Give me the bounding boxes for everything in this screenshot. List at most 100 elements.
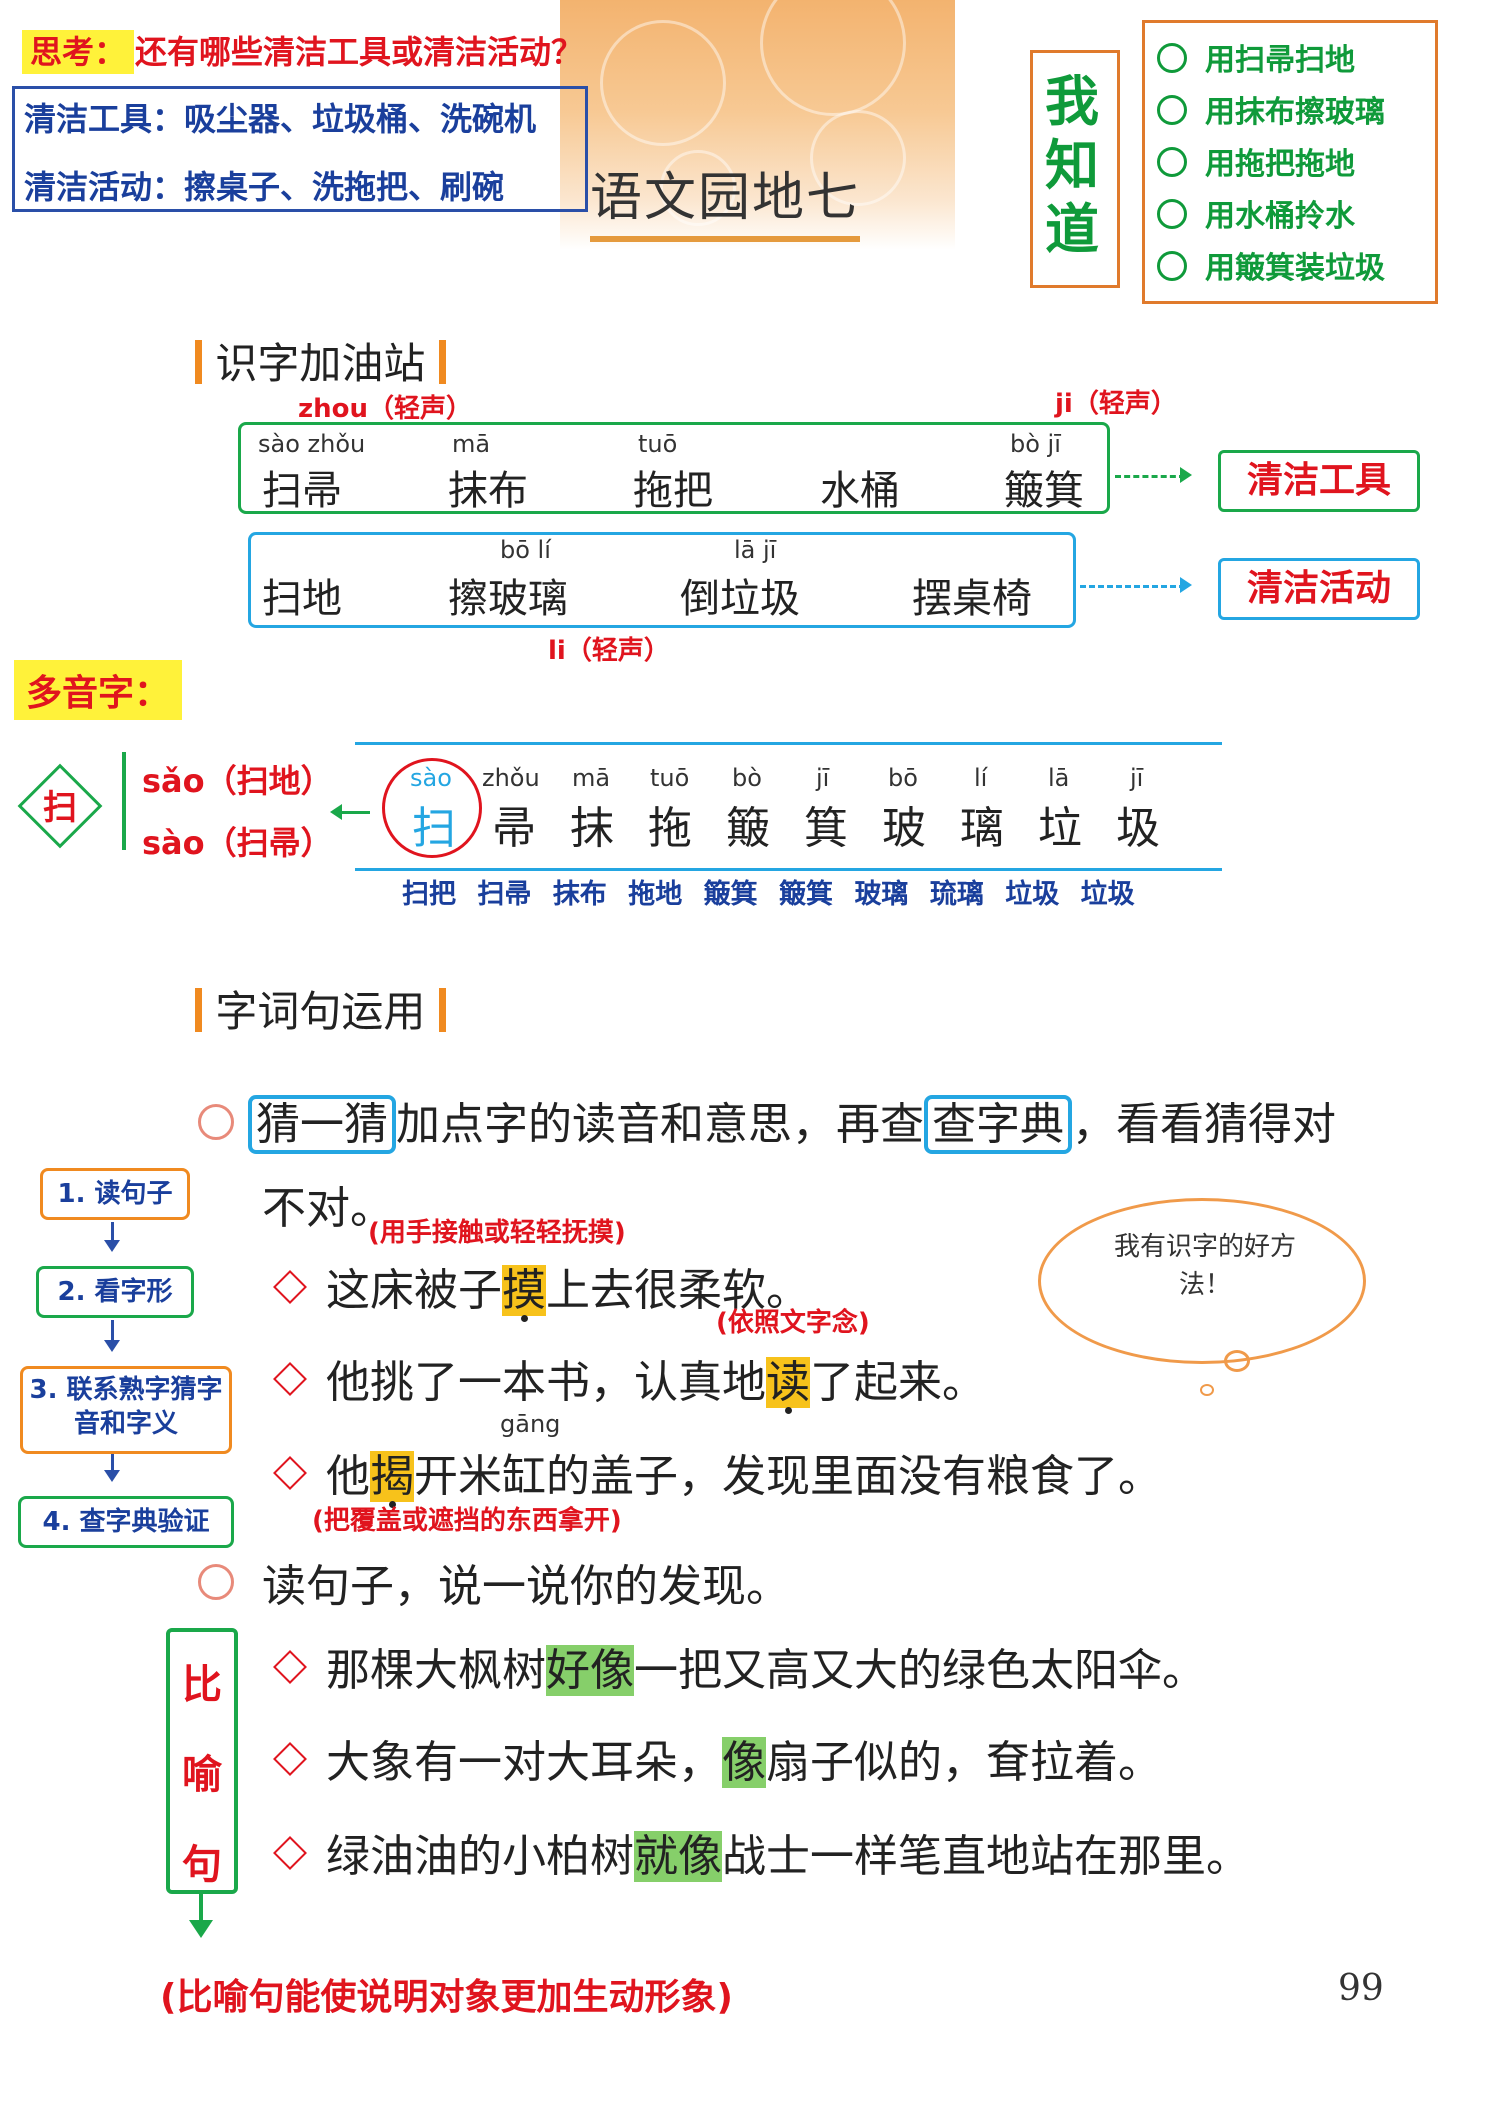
thought-bubble <box>1038 1198 1366 1364</box>
pinyin-gang: gāng <box>500 1410 561 1438</box>
section-title-usage: 字词句运用 <box>195 978 446 1039</box>
note-jie: (把覆盖或遮挡的东西拿开) <box>312 1506 622 1536</box>
circle-icon <box>1157 147 1187 177</box>
pinyin: bō <box>888 764 918 792</box>
circle-icon <box>1157 95 1187 125</box>
label-cleaning-activities: 清洁活动 <box>1218 558 1420 620</box>
polyphone-line-bottom <box>355 868 1222 871</box>
think-question: 还有哪些清洁工具或清洁活动？ <box>135 33 584 71</box>
know-item: 用扫帚扫地 <box>1157 35 1355 79</box>
step-2: 2. 看字形 <box>36 1266 194 1318</box>
pinyin: bò <box>732 764 762 792</box>
word: 拖把 <box>633 468 713 514</box>
circle-icon <box>1157 251 1187 281</box>
pinyin: lā jī <box>734 536 777 564</box>
pinyin: tuō <box>650 764 690 792</box>
char: 抹 <box>570 803 614 854</box>
page-number: 99 <box>1338 1968 1384 2009</box>
pinyin: lā <box>1048 764 1070 792</box>
note-li: li（轻声） <box>548 636 670 666</box>
sentence-jie: 他揭开米缸的盖子，发现里面没有粮食了。 <box>268 1440 1162 1504</box>
sentence-simile-1: 那棵大枫树好像一把又高又大的绿色太阳伞。 <box>268 1634 1206 1698</box>
note-mo: (用手接触或轻轻抚摸) <box>368 1218 626 1248</box>
char: 扫 <box>412 803 456 854</box>
title-underline <box>590 236 860 242</box>
activities-answer: 清洁活动：擦桌子、洗拖把、刷碗 <box>24 168 505 206</box>
reading-sao4: sào（扫帚） <box>142 824 333 862</box>
pinyin: jī <box>1130 764 1144 792</box>
sentence-simile-3: 绿油油的小柏树就像战士一样笔直地站在那里。 <box>268 1820 1250 1884</box>
word: 擦玻璃 <box>448 576 568 622</box>
highlight-circle <box>382 758 482 858</box>
polyphone-line-top <box>355 742 1222 745</box>
circle-icon <box>1157 199 1187 229</box>
bubble-dot <box>1200 1384 1214 1396</box>
header-decoration <box>560 0 955 250</box>
arrow-head-icon <box>1180 467 1192 483</box>
pinyin: lí <box>974 764 988 792</box>
char: 簸 <box>726 803 770 854</box>
know-list: 用扫帚扫地 用抹布擦玻璃 用拖把拖地 用水桶拎水 用簸箕装垃圾 <box>1142 20 1438 304</box>
arrow-to-activities <box>1080 585 1185 588</box>
step-arrow <box>104 1320 120 1352</box>
tools-answer-box <box>12 86 588 212</box>
char: 圾 <box>1116 803 1160 854</box>
pinyin: bò jī <box>1010 430 1061 458</box>
label-cleaning-tools: 清洁工具 <box>1218 450 1420 512</box>
note-zhou: zhou（轻声） <box>298 394 473 424</box>
divider <box>122 752 126 850</box>
sentence-du: 他挑了一本书，认真地读了起来。 <box>268 1346 986 1410</box>
pinyin: jī <box>816 764 830 792</box>
polyphone-title: 多音字： <box>14 660 183 720</box>
arrow-left <box>342 811 370 814</box>
section-title-literacy: 识字加油站 <box>195 330 446 391</box>
arrow-to-tools <box>1115 475 1185 478</box>
note-ji: ji（轻声） <box>1055 389 1177 419</box>
char: 玻 <box>882 803 926 854</box>
char: 帚 <box>492 803 536 854</box>
think-label: 思考： <box>22 30 135 74</box>
know-item: 用拖把拖地 <box>1157 139 1355 183</box>
instruction-guess-line2: 不对。 <box>262 1183 394 1234</box>
spiral-bullet-icon <box>198 1104 234 1140</box>
polyphone-char: 扫 <box>43 788 77 828</box>
step-arrow <box>104 1222 120 1252</box>
activities-word-box <box>248 532 1076 628</box>
pinyin: sào <box>410 764 452 792</box>
arrow-head-icon <box>1180 577 1192 593</box>
pinyin: sào zhǒu <box>258 430 366 458</box>
know-title-box <box>1030 50 1120 288</box>
step-1: 1. 读句子 <box>40 1168 190 1220</box>
word: 抹布 <box>448 468 528 514</box>
simile-arrow <box>199 1890 203 1924</box>
char: 垃 <box>1038 803 1082 854</box>
word: 扫地 <box>262 576 342 622</box>
know-item: 用簸箕装垃圾 <box>1157 243 1385 287</box>
polyphone-practice: 扫把 扫帚 抹布 拖地 簸箕 簸箕 玻璃 琉璃 垃圾 垃圾 <box>402 879 1135 910</box>
instruction-guess: 猜一猜加点字的读音和意思，再查查字典，看看猜得对 <box>248 1088 1336 1154</box>
note-du: (依照文字念) <box>716 1308 870 1338</box>
pinyin: tuō <box>638 430 678 458</box>
pinyin: zhǒu <box>482 764 540 792</box>
sentence-mo: 这床被子摸上去很柔软。 <box>268 1254 810 1318</box>
know-title: 我 知 道 <box>1045 70 1099 261</box>
spiral-bullet-icon <box>198 1564 234 1600</box>
arrow-left-icon <box>330 804 342 820</box>
char: 拖 <box>648 803 692 854</box>
step-arrow <box>104 1454 120 1482</box>
word: 水桶 <box>820 468 900 514</box>
tools-word-box <box>238 422 1110 514</box>
page-title: 语文园地七 <box>590 168 861 228</box>
pinyin: mā <box>572 764 611 792</box>
char: 箕 <box>804 803 848 854</box>
step-3: 3. 联系熟字猜字音和字义 <box>20 1366 232 1454</box>
pinyin: mā <box>452 430 491 458</box>
simile-conclusion: (比喻句能使说明对象更加生动形象) <box>160 1977 733 2018</box>
sentence-simile-2: 大象有一对大耳朵，像扇子似的，耷拉着。 <box>268 1726 1162 1790</box>
word: 扫帚 <box>262 468 342 514</box>
instruction-read: 读句子，说一说你的发现。 <box>262 1561 790 1612</box>
reading-sao3: sǎo（扫地） <box>142 762 333 800</box>
tools-answer: 清洁工具：吸尘器、垃圾桶、洗碗机 <box>24 100 537 138</box>
step-4: 4. 查字典验证 <box>18 1496 234 1548</box>
bubble-dot <box>1224 1350 1250 1372</box>
